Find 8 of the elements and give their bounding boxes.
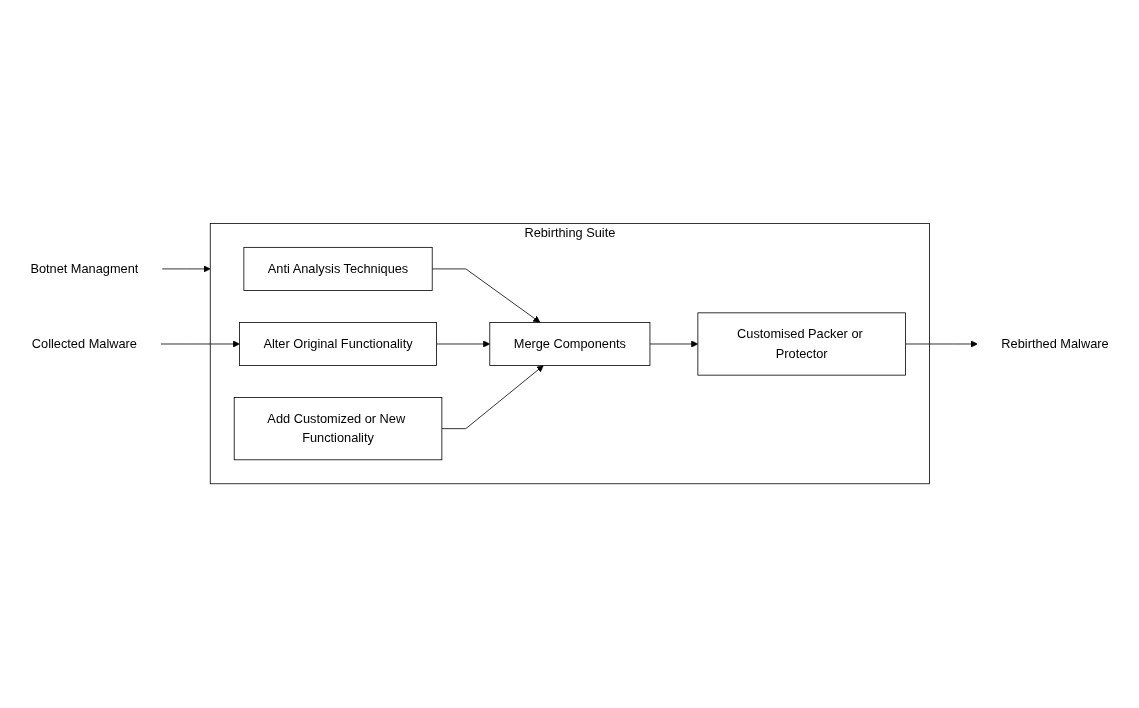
node-box: Merge Components [489,322,651,367]
node-box: Anti Analysis Techniques [243,247,433,292]
node-text: Rebirthed Malware [1001,337,1109,351]
node-box: Customised Packer or Protector [697,312,906,376]
node-box: Alter Original Functionality [239,322,437,367]
node-box: Add Customized or New Functionality [233,397,443,461]
node-text: Collected Malware [31,337,137,351]
node-text: Botnet Managment [30,262,139,276]
